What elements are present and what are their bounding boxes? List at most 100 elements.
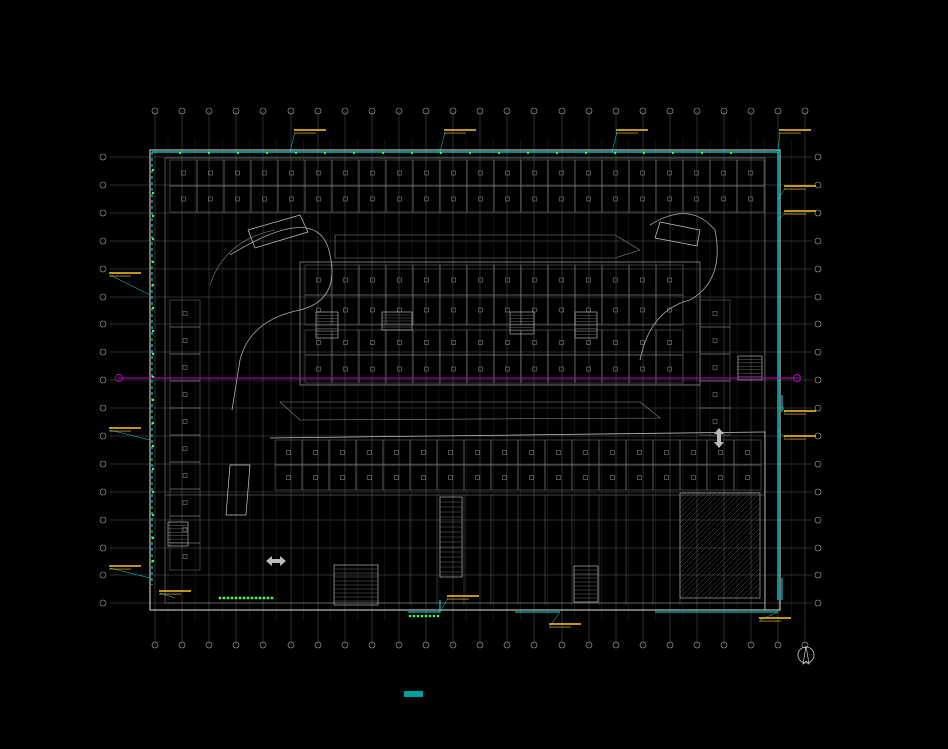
room-cell (547, 354, 576, 384)
column-mark (694, 170, 699, 176)
axis-bubble-icon (585, 107, 593, 115)
axis-bubble-icon (558, 107, 566, 115)
equipment-dot (294, 151, 298, 155)
equipment-dot (222, 596, 226, 600)
hatch-line (679, 517, 761, 599)
room-cell (412, 159, 441, 187)
column-mark (424, 170, 429, 176)
equipment-dot (412, 614, 416, 618)
room-cell (520, 264, 549, 296)
room-cell (699, 326, 731, 355)
leader-line (777, 212, 786, 221)
column-mark (712, 365, 718, 370)
room-cell (574, 354, 603, 384)
equipment-dot (265, 151, 269, 155)
room-cell (544, 464, 573, 491)
column-mark (505, 277, 510, 283)
stair-blocks (167, 311, 763, 606)
axis-bubble-icon (747, 641, 755, 649)
column-mark (451, 170, 456, 176)
room-cell (169, 299, 201, 328)
column-mark (502, 475, 507, 480)
equipment-dot (226, 596, 230, 600)
axis-bubble-icon (639, 641, 647, 649)
equipment-dot (408, 614, 412, 618)
annotation-label-mark (159, 593, 181, 595)
axis-bubble-icon (99, 571, 107, 579)
column-mark (505, 340, 510, 345)
column-mark (397, 170, 402, 176)
hatch-line (694, 532, 761, 599)
column-mark (559, 307, 564, 313)
stair-block (573, 565, 599, 603)
column-mark (721, 196, 726, 202)
center-axis-line (115, 374, 801, 382)
column-mark (529, 450, 534, 455)
ramp-curve (209, 229, 276, 286)
grid-bubbles (99, 107, 822, 649)
room-cell (304, 329, 333, 356)
equipment-dot (151, 237, 155, 241)
column-mark (586, 366, 591, 372)
axis-bubble-icon (205, 107, 213, 115)
column-mark (475, 450, 480, 455)
room-cell (493, 354, 522, 384)
equipment-dot (242, 596, 246, 600)
stair-block (737, 355, 763, 381)
hatch-line (679, 492, 731, 544)
hatch-line (679, 492, 686, 499)
room-cell (655, 329, 684, 356)
axis-bubble-icon (99, 209, 107, 217)
column-mark (397, 307, 402, 313)
room-cell (301, 464, 330, 491)
column-mark (748, 196, 753, 202)
annotation-label-mark (784, 213, 806, 215)
room-cell (223, 159, 252, 187)
room-cell (355, 439, 384, 466)
room-cell (490, 464, 519, 491)
column-mark (559, 366, 564, 372)
room-cell (385, 329, 414, 356)
room-cell (699, 299, 731, 328)
room-cell (331, 185, 360, 213)
column-mark (712, 311, 718, 316)
hatch-line (679, 497, 761, 579)
column-mark (181, 170, 186, 176)
annotation-label-mark (109, 275, 131, 277)
hatch-line (679, 492, 721, 534)
room-cell (169, 159, 198, 187)
leader-line (777, 187, 786, 201)
axis-bubble-icon (395, 641, 403, 649)
column-mark (182, 527, 188, 532)
room-cell (679, 464, 708, 491)
room-cell (547, 294, 576, 326)
room-cell (547, 329, 576, 356)
column-mark (505, 170, 510, 176)
room-cell (304, 294, 333, 326)
room-cell (733, 464, 762, 491)
central-core-wall (299, 261, 701, 386)
room-cell (601, 159, 630, 187)
room-cell (628, 264, 657, 296)
room-cell (466, 354, 495, 384)
room-cell (274, 464, 303, 491)
column-mark (532, 340, 537, 345)
equipment-dot (151, 168, 155, 172)
ramp-block (247, 214, 309, 249)
column-mark (667, 196, 672, 202)
axis-bubble-icon (585, 641, 593, 649)
axis-bubble-icon (395, 107, 403, 115)
room-cell (385, 294, 414, 326)
room-cell (169, 185, 198, 213)
column-mark (182, 446, 188, 451)
room-cell (436, 464, 465, 491)
equipment-dot (207, 151, 211, 155)
hatch-line (679, 492, 741, 554)
column-mark (182, 473, 188, 478)
equipment-dot (151, 306, 155, 310)
column-mark (313, 475, 318, 480)
axis-bubble-icon (99, 293, 107, 301)
column-mark (583, 450, 588, 455)
equipment-dot (151, 444, 155, 448)
axis-bubble-icon (99, 432, 107, 440)
